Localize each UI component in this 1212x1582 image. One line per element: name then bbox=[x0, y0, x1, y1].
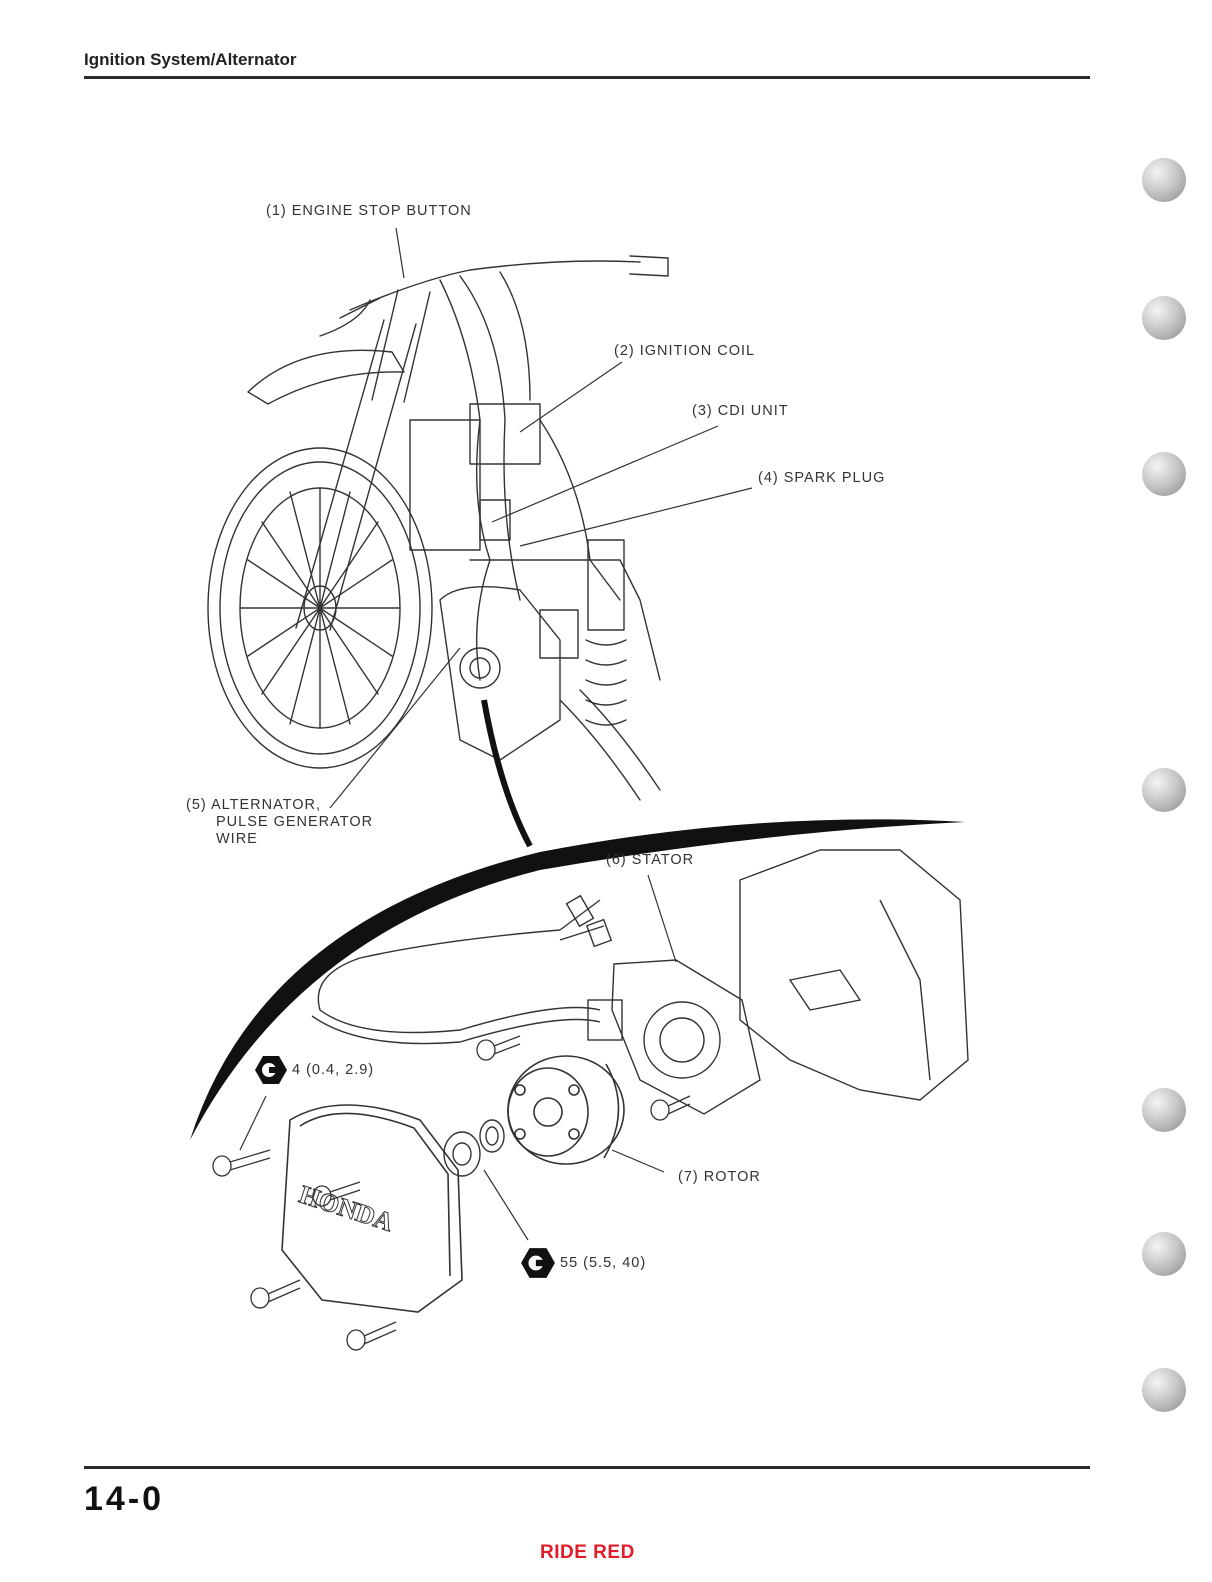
binder-tab-dot bbox=[1142, 296, 1186, 340]
stator-illustration bbox=[588, 960, 760, 1114]
callout-cdi-unit: (3) CDI UNIT bbox=[692, 403, 789, 419]
rotor-illustration bbox=[508, 1056, 624, 1164]
callout-alternator-line1: (5) ALTERNATOR, bbox=[186, 797, 373, 814]
crankcase-illustration bbox=[740, 850, 968, 1100]
bolt bbox=[477, 1036, 520, 1060]
binder-tab-dot bbox=[1142, 158, 1186, 202]
brand-wordmark: RIDE RED bbox=[540, 1542, 635, 1564]
binder-tab-dot bbox=[1142, 452, 1186, 496]
callout-stator: (6) STATOR bbox=[606, 852, 694, 868]
callout-ignition-coil: (2) IGNITION COIL bbox=[614, 343, 755, 359]
binder-tab-dot bbox=[1142, 1232, 1186, 1276]
torque-wrench-icon bbox=[520, 1246, 556, 1280]
bolt bbox=[651, 1096, 690, 1120]
bolt bbox=[213, 1150, 270, 1176]
callout-alternator-line3: WIRE bbox=[186, 831, 373, 848]
handlebar bbox=[350, 261, 640, 310]
front-fender bbox=[248, 350, 404, 404]
page-number: 14-0 bbox=[84, 1480, 164, 1519]
callout-rotor: (7) ROTOR bbox=[678, 1169, 761, 1185]
torque-wrench-icon bbox=[254, 1054, 288, 1086]
bolt bbox=[347, 1322, 396, 1350]
torque-value-cover-bolt: 4 (0.4, 2.9) bbox=[292, 1062, 374, 1078]
torque-spec-rotor-nut: 55 (5.5, 40) bbox=[520, 1246, 646, 1280]
callout-alternator-line2: PULSE GENERATOR bbox=[186, 814, 373, 831]
binder-tab-dot bbox=[1142, 1088, 1186, 1132]
callout-spark-plug: (4) SPARK PLUG bbox=[758, 470, 885, 486]
alternator-cover-illustration: HONDA bbox=[282, 1105, 462, 1312]
torque-spec-cover-bolt: 4 (0.4, 2.9) bbox=[254, 1054, 374, 1086]
cover-logo-text: HONDA bbox=[296, 1180, 397, 1238]
torque-value-rotor-nut: 55 (5.5, 40) bbox=[560, 1255, 646, 1271]
callout-alternator: (5) ALTERNATOR, PULSE GENERATOR WIRE bbox=[186, 797, 373, 848]
binder-tab-dot bbox=[1142, 768, 1186, 812]
front-wheel-illustration bbox=[208, 448, 432, 768]
detail-sweep-arc bbox=[190, 819, 965, 1140]
callout-engine-stop-button: (1) ENGINE STOP BUTTON bbox=[266, 203, 472, 219]
bolt bbox=[251, 1280, 300, 1308]
footer-rule bbox=[84, 1466, 1090, 1469]
binder-tab-dot bbox=[1142, 1368, 1186, 1412]
